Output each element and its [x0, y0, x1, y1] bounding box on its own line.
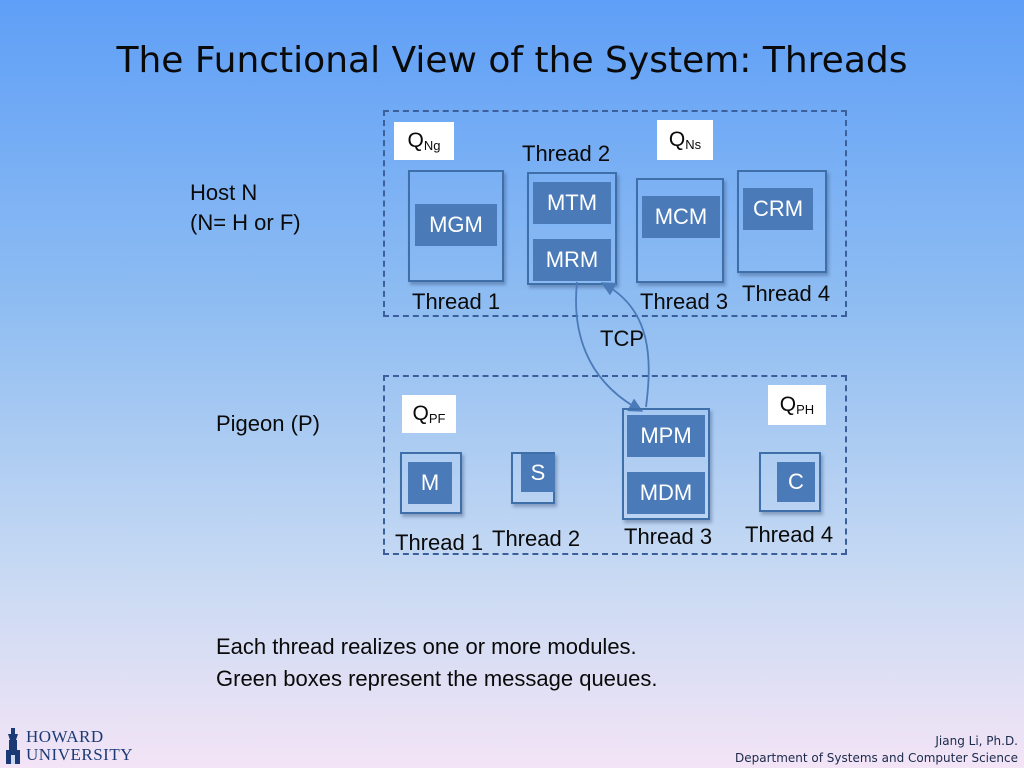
host-module-mcm: MCM [642, 196, 720, 238]
pigeon-container [383, 375, 847, 555]
logo-line-1: HOWARD [26, 727, 104, 746]
pigeon-label: Pigeon (P) [216, 411, 320, 436]
pigeon-thread-3-label: Thread 3 [624, 524, 713, 549]
host-thread-3-label: Thread 3 [640, 289, 729, 314]
host-queue-ng-letter: Q [407, 129, 424, 152]
footer-department: Department of Systems and Computer Scien… [734, 751, 1018, 765]
host-thread-2 [527, 172, 617, 285]
host-thread-4 [737, 170, 827, 273]
host-module-mtm: MTM [533, 182, 611, 224]
logo-line-2: UNIVERSITY [26, 745, 133, 764]
host-thread-1-label: Thread 1 [412, 289, 501, 314]
note-line-1: Each thread realizes one or more modules… [216, 634, 637, 659]
pigeon-module-c: C [777, 462, 815, 502]
slide-title: The Functional View of the System: Threa… [116, 40, 908, 81]
host-module-crm: CRM [743, 188, 813, 230]
tcp-label: TCP [600, 326, 644, 351]
host-module-mgm: MGM [415, 204, 497, 246]
host-module-mrm: MRM [533, 239, 611, 281]
pigeon-module-s: S [521, 454, 555, 492]
pigeon-thread-4 [759, 452, 821, 512]
pigeon-module-m: M [408, 462, 452, 504]
pigeon-module-mpm: MPM [627, 415, 705, 457]
pigeon-thread-1 [400, 452, 462, 514]
host-queue-ns-sub: Ns [685, 136, 702, 152]
pigeon-queue-ph-sub: PH [796, 401, 815, 417]
host-label-line2: (N= H or F) [190, 210, 301, 235]
pigeon-thread-1-label: Thread 1 [395, 530, 484, 555]
pigeon-thread-3 [622, 408, 710, 520]
pigeon-thread-2-label: Thread 2 [492, 526, 581, 551]
host-thread-3 [636, 178, 724, 283]
university-tower-icon [6, 728, 20, 764]
host-label-line1: Host N [190, 180, 258, 205]
university-logo: HOWARD UNIVERSITY [4, 728, 133, 764]
pigeon-queue-pf-sub: PF [428, 410, 446, 426]
footer-author: Jiang Li, Ph.D. [935, 734, 1018, 748]
host-queue-ns-letter: Q [668, 128, 686, 151]
pigeon-thread-4-label: Thread 4 [745, 522, 834, 547]
note-line-2: Green boxes represent the message queues… [216, 666, 658, 691]
host-thread-2-label: Thread 2 [522, 141, 611, 166]
pigeon-queue-ph-letter: Q [779, 393, 797, 416]
host-thread-1 [408, 170, 504, 282]
host-thread-4-label: Thread 4 [742, 281, 831, 306]
host-queue-ng-sub: Ng [423, 137, 441, 153]
pigeon-queue-pf-letter: Q [412, 402, 429, 425]
pigeon-module-mdm: MDM [627, 472, 705, 514]
